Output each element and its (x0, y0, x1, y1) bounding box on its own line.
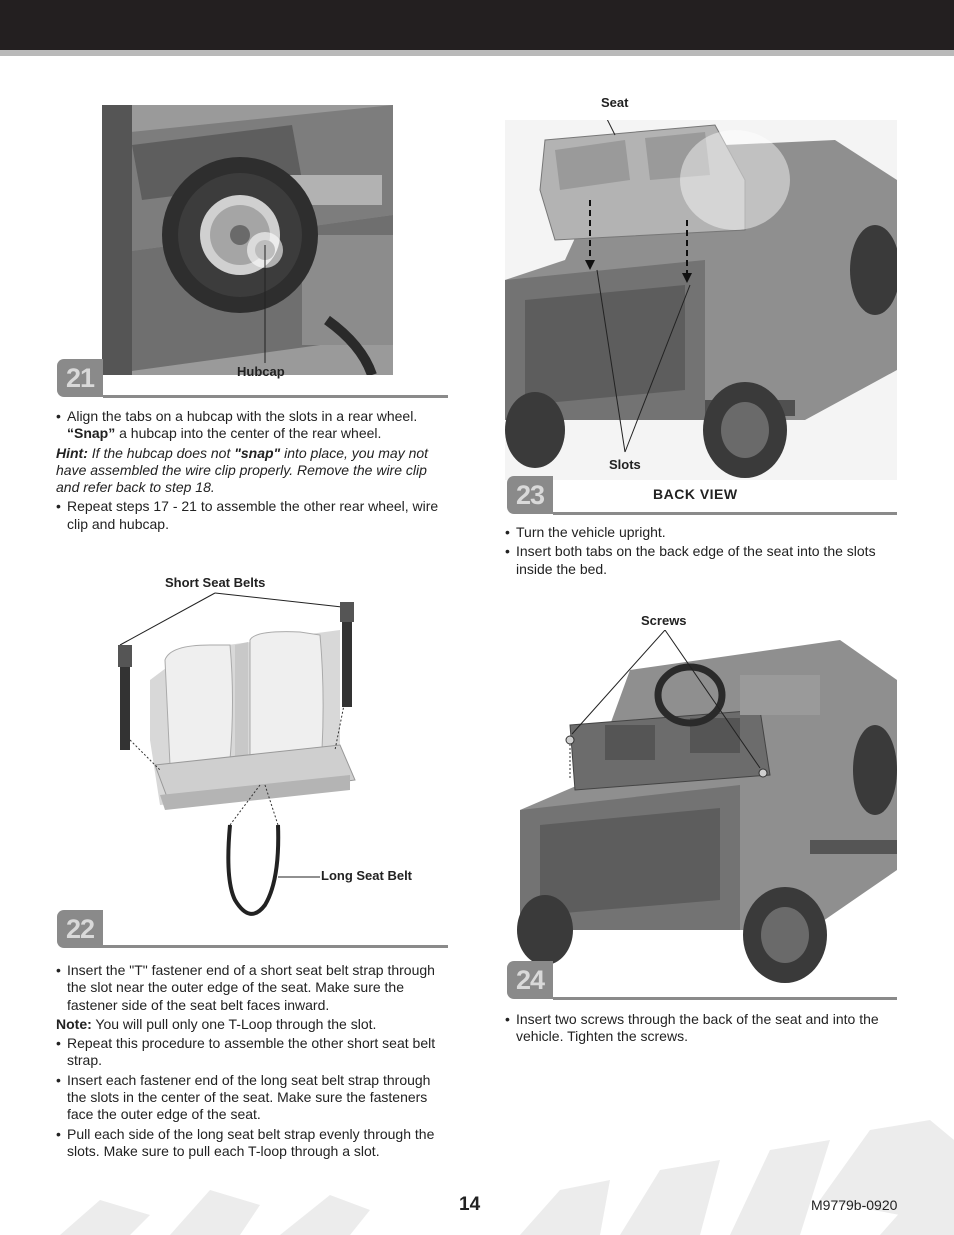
step-23-instructions: Turn the vehicle upright. Insert both ta… (505, 524, 897, 580)
seat-belts-drawing (118, 592, 356, 916)
step-22-badge: 22 (57, 910, 103, 948)
step-24-rule (553, 997, 897, 1000)
step-21-bullet-1: Align the tabs on a hubcap with the slot… (56, 408, 446, 443)
step-23-badge: 23 (507, 476, 553, 514)
step-21-badge: 21 (57, 359, 103, 397)
step-23-rule (553, 512, 897, 515)
step-23-bullet-2: Insert both tabs on the back edge of the… (505, 543, 897, 578)
step-22-bullet-4: Pull each side of the long seat belt str… (56, 1126, 446, 1161)
tire-tread-decoration (60, 1120, 954, 1235)
step-21-illustration (102, 105, 393, 375)
step-23-bullet-1: Turn the vehicle upright. (505, 524, 897, 541)
step-23-illustration (505, 120, 897, 480)
step-24-illustration (510, 630, 897, 988)
header-rule (0, 50, 954, 56)
step-21-hint: Hint: If the hubcap does not "snap" into… (56, 444, 429, 496)
hubcap-wheel-drawing (102, 105, 393, 375)
step-24-bullet-1: Insert two screws through the back of th… (505, 1011, 897, 1046)
step-24-badge: 24 (507, 961, 553, 999)
step-21-rule (103, 395, 448, 398)
step-24-instructions: Insert two screws through the back of th… (505, 1011, 897, 1048)
screws-callout: Screws (641, 613, 687, 628)
page-number: 14 (459, 1194, 481, 1215)
seat-callout: Seat (601, 95, 629, 110)
header-bar (0, 0, 954, 50)
step-22-note: Note: You will pull only one T-Loop thro… (56, 1015, 377, 1032)
long-seat-belt-callout: Long Seat Belt (321, 868, 413, 883)
truck-screws-drawing (510, 630, 897, 988)
step-22-bullet-3: Insert each fastener end of the long sea… (56, 1072, 446, 1124)
slots-callout: Slots (609, 457, 641, 472)
step-22-rule (103, 945, 448, 948)
hubcap-leader-line (264, 245, 266, 363)
step-21-instructions: Align the tabs on a hubcap with the slot… (56, 408, 446, 535)
hubcap-callout: Hubcap (237, 364, 285, 379)
short-seat-belts-callout: Short Seat Belts (165, 575, 266, 590)
document-code: M9779b-0920 (811, 1197, 898, 1213)
back-view-label: BACK VIEW (653, 486, 738, 502)
step-22-bullet-2: Repeat this procedure to assemble the ot… (56, 1035, 446, 1070)
truck-back-view-drawing (505, 120, 897, 480)
step-21-bullet-2: Repeat steps 17 - 21 to assemble the oth… (56, 498, 446, 533)
step-22-bullet-1: Insert the "T" fastener end of a short s… (56, 962, 446, 1014)
step-22-instructions: Insert the "T" fastener end of a short s… (56, 962, 446, 1162)
